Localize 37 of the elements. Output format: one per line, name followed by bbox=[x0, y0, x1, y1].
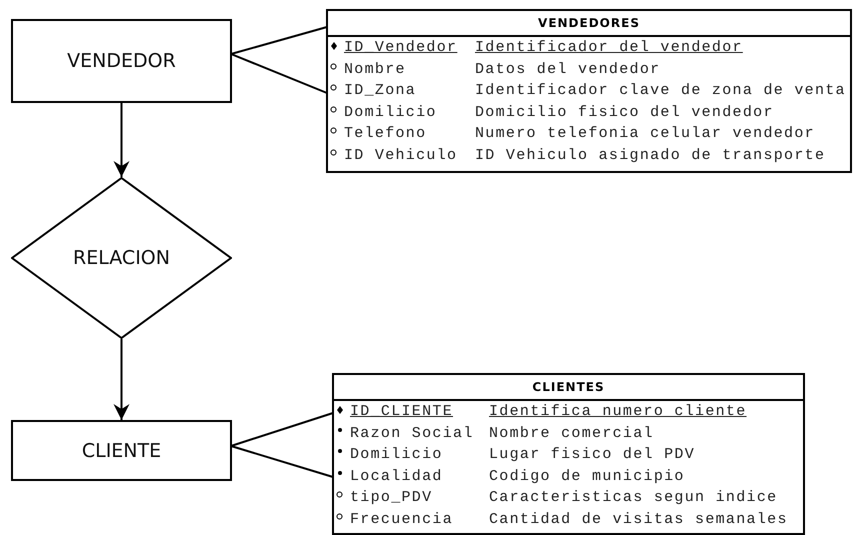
relationship-name: RELACION bbox=[73, 247, 170, 269]
field-description: ID Vehiculo asignado de transporte bbox=[475, 146, 826, 164]
table-box bbox=[326, 9, 852, 173]
field-name: ID_CLIENTE bbox=[350, 403, 454, 420]
field-description: Identificador del vendedor bbox=[475, 39, 743, 56]
entity-box bbox=[11, 420, 232, 481]
field-name: Domilicio bbox=[344, 104, 437, 120]
field-name: Frecuencia bbox=[350, 510, 454, 528]
field-description: Cantidad de visitas semanales bbox=[489, 510, 788, 528]
field-description: Caracteristicas segun indice bbox=[489, 489, 778, 506]
field-name: Telefono bbox=[344, 125, 426, 142]
field-description: Codigo de municipio bbox=[489, 468, 685, 484]
entity-name: CLIENTE bbox=[82, 440, 162, 462]
field-description: Nombre comercial bbox=[489, 424, 654, 442]
table-title: VENDEDORES bbox=[538, 16, 640, 30]
field-name: Nombre bbox=[344, 60, 406, 78]
field-description: Datos del vendedor bbox=[475, 60, 660, 78]
field-description: Identificador clave de zona de venta bbox=[475, 82, 846, 99]
field-description: Numero telefonia celular vendedor bbox=[475, 125, 815, 142]
field-name: ID_Zona bbox=[344, 82, 416, 99]
field-name: Localidad bbox=[350, 468, 443, 484]
field-description: Lugar fisico del PDV bbox=[489, 446, 696, 463]
table-box bbox=[332, 373, 805, 535]
connector-line bbox=[230, 412, 334, 478]
field-description: Identifica numero cliente bbox=[489, 403, 747, 420]
arrow bbox=[114, 339, 130, 420]
field-name: Domilicio bbox=[350, 446, 443, 463]
field-name: Razon Social bbox=[350, 424, 474, 442]
connector-line bbox=[230, 26, 328, 94]
arrow bbox=[114, 103, 130, 177]
entity-box bbox=[11, 19, 232, 103]
table-title: CLIENTES bbox=[532, 380, 605, 394]
field-name: tipo_PDV bbox=[350, 489, 432, 506]
field-name: ID Vehiculo bbox=[344, 146, 458, 164]
entity-name: VENDEDOR bbox=[67, 50, 176, 72]
field-description: Domicilio fisico del vendedor bbox=[475, 104, 774, 120]
field-name: ID_Vendedor bbox=[344, 39, 458, 56]
